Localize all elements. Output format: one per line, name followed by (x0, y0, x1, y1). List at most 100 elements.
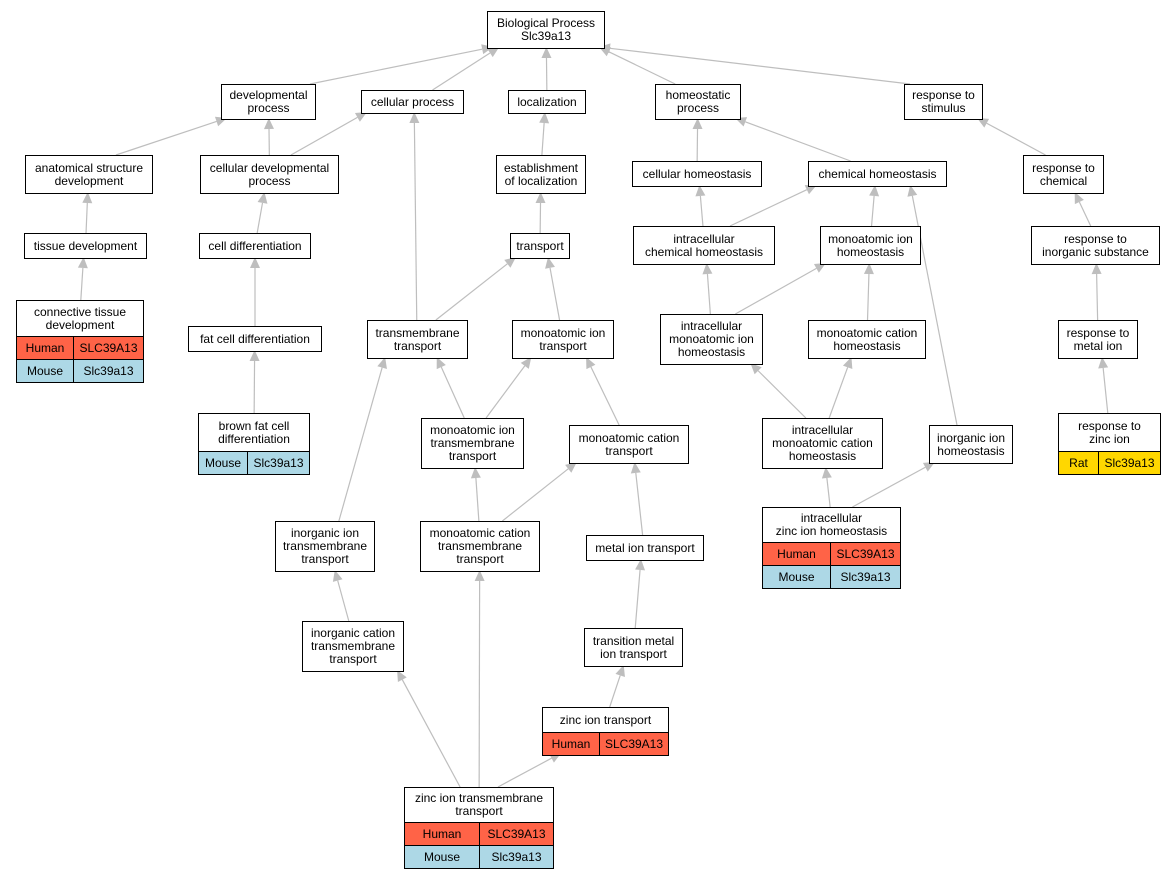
edge-arrowhead (377, 357, 387, 369)
edge-arrowhead (565, 462, 577, 473)
go-term-node: monoatomic ion transmembrane transport (421, 418, 524, 469)
edge-arrowhead (813, 263, 826, 273)
edge-line (432, 52, 491, 91)
edge-arrowhead (257, 192, 268, 204)
go-term-node: establishment of localization (496, 155, 586, 194)
go-term-node: localization (508, 90, 586, 114)
species-label: Human (763, 543, 831, 565)
gene-symbol: SLC39A13 (836, 546, 895, 561)
edge-line (745, 121, 851, 162)
go-term-label: localization (517, 94, 577, 109)
go-term-label: intracellular monoatomic ion homeostasis (669, 319, 754, 359)
edge-arrowhead (922, 462, 935, 472)
edge-arrowhead (263, 118, 274, 130)
edge-arrowhead (249, 350, 260, 362)
edge-line (290, 116, 358, 156)
species-label: Human (543, 733, 600, 755)
go-term-label: inorganic ion transmembrane transport (282, 526, 368, 566)
go-term-label: inorganic cation transmembrane transport (310, 626, 396, 666)
go-term-node: monoatomic ion homeostasis (820, 226, 921, 265)
edge-line (1096, 273, 1099, 321)
go-term-node: cellular homeostasis (632, 161, 762, 187)
go-term-label: monoatomic cation transmembrane transpor… (429, 526, 531, 566)
edge-line (826, 477, 831, 508)
go-term-label: intracellular zinc ion homeostasis (775, 511, 888, 538)
go-term-label: monoatomic ion transport (520, 325, 606, 353)
edge-line (501, 468, 569, 522)
species-label: Human (405, 823, 480, 845)
edge-arrowhead (470, 467, 481, 479)
edge-arrowhead (354, 112, 367, 122)
go-term-label: zinc ion transmembrane transport (414, 791, 544, 818)
go-term-label: fat cell differentiation (200, 331, 310, 346)
edge-arrowhead (869, 185, 880, 197)
species-label: Mouse (763, 566, 831, 588)
go-term-node: anatomical structure development (25, 155, 153, 194)
go-term-node: monoatomic cation transport (569, 425, 689, 464)
edge-arrowhead (541, 47, 552, 59)
edge-line (440, 366, 465, 419)
go-term-node: cellular developmental process (200, 155, 339, 194)
edge-arrowhead (842, 357, 853, 370)
edge-arrowhead (545, 257, 555, 269)
edge-arrowhead (1074, 192, 1084, 205)
go-term-node: homeostatic process (655, 84, 741, 120)
go-term-node: Biological Process Slc39a13 (487, 11, 605, 49)
edge-line (634, 569, 641, 629)
edge-arrowhead (1091, 263, 1102, 275)
go-term-label: response to stimulus (912, 88, 975, 115)
go-term-node: cellular process (361, 90, 464, 114)
go-term-label: cell differentiation (208, 238, 302, 253)
go-term-label: cellular developmental process (209, 160, 330, 188)
edge-arrowhead (692, 118, 703, 130)
species-label: Mouse (405, 846, 480, 868)
edge-arrowhead (977, 118, 990, 128)
go-term-node: intracellular monoatomic cation homeosta… (762, 418, 883, 469)
edge-line (735, 267, 817, 315)
edge-line (338, 367, 383, 522)
go-term-label: monoatomic cation homeostasis (816, 325, 918, 353)
edge-line (757, 370, 807, 419)
edge-arrowhead (82, 192, 93, 204)
edge-line (1078, 201, 1092, 227)
go-term-label: transition metal ion transport (592, 633, 675, 661)
edge-line (337, 580, 350, 622)
go-term-node: tissue development (24, 233, 147, 259)
edge-arrowhead (907, 185, 918, 197)
go-term-label: monoatomic cation transport (578, 430, 680, 458)
edge-arrowhead (409, 112, 420, 124)
edge-arrowhead (535, 192, 546, 204)
go-term-label: cellular homeostasis (642, 166, 752, 181)
go-term-label: connective tissue development (33, 304, 127, 332)
go-term-label: tissue development (33, 238, 138, 253)
edge-line (828, 367, 849, 419)
species-label: Mouse (199, 452, 248, 474)
go-term-node: fat cell differentiation (188, 326, 322, 352)
go-term-label: transport (516, 238, 564, 253)
go-term-label: metal ion transport (595, 540, 695, 555)
go-term-label: brown fat cell differentiation (218, 418, 290, 446)
go-term-label: cellular process (370, 94, 455, 109)
edge-arrowhead (397, 670, 407, 683)
go-term-node: response to inorganic substance (1031, 226, 1160, 265)
edge-line (870, 195, 875, 227)
go-term-node: metal ion transport (586, 535, 704, 561)
edge-line (435, 263, 508, 321)
edge-line (115, 120, 217, 156)
go-term-label: response to chemical (1032, 160, 1095, 188)
species-label: Rat (1059, 452, 1099, 474)
edge-line (706, 273, 711, 315)
edge-line (609, 675, 621, 708)
go-term-node: monoatomic cation homeostasis (808, 320, 926, 359)
edge-line (608, 51, 676, 85)
go-term-node: monoatomic cation transmembrane transpor… (420, 521, 540, 572)
go-term-label: intracellular chemical homeostasis (644, 231, 764, 259)
go-term-label: developmental process (229, 88, 308, 115)
